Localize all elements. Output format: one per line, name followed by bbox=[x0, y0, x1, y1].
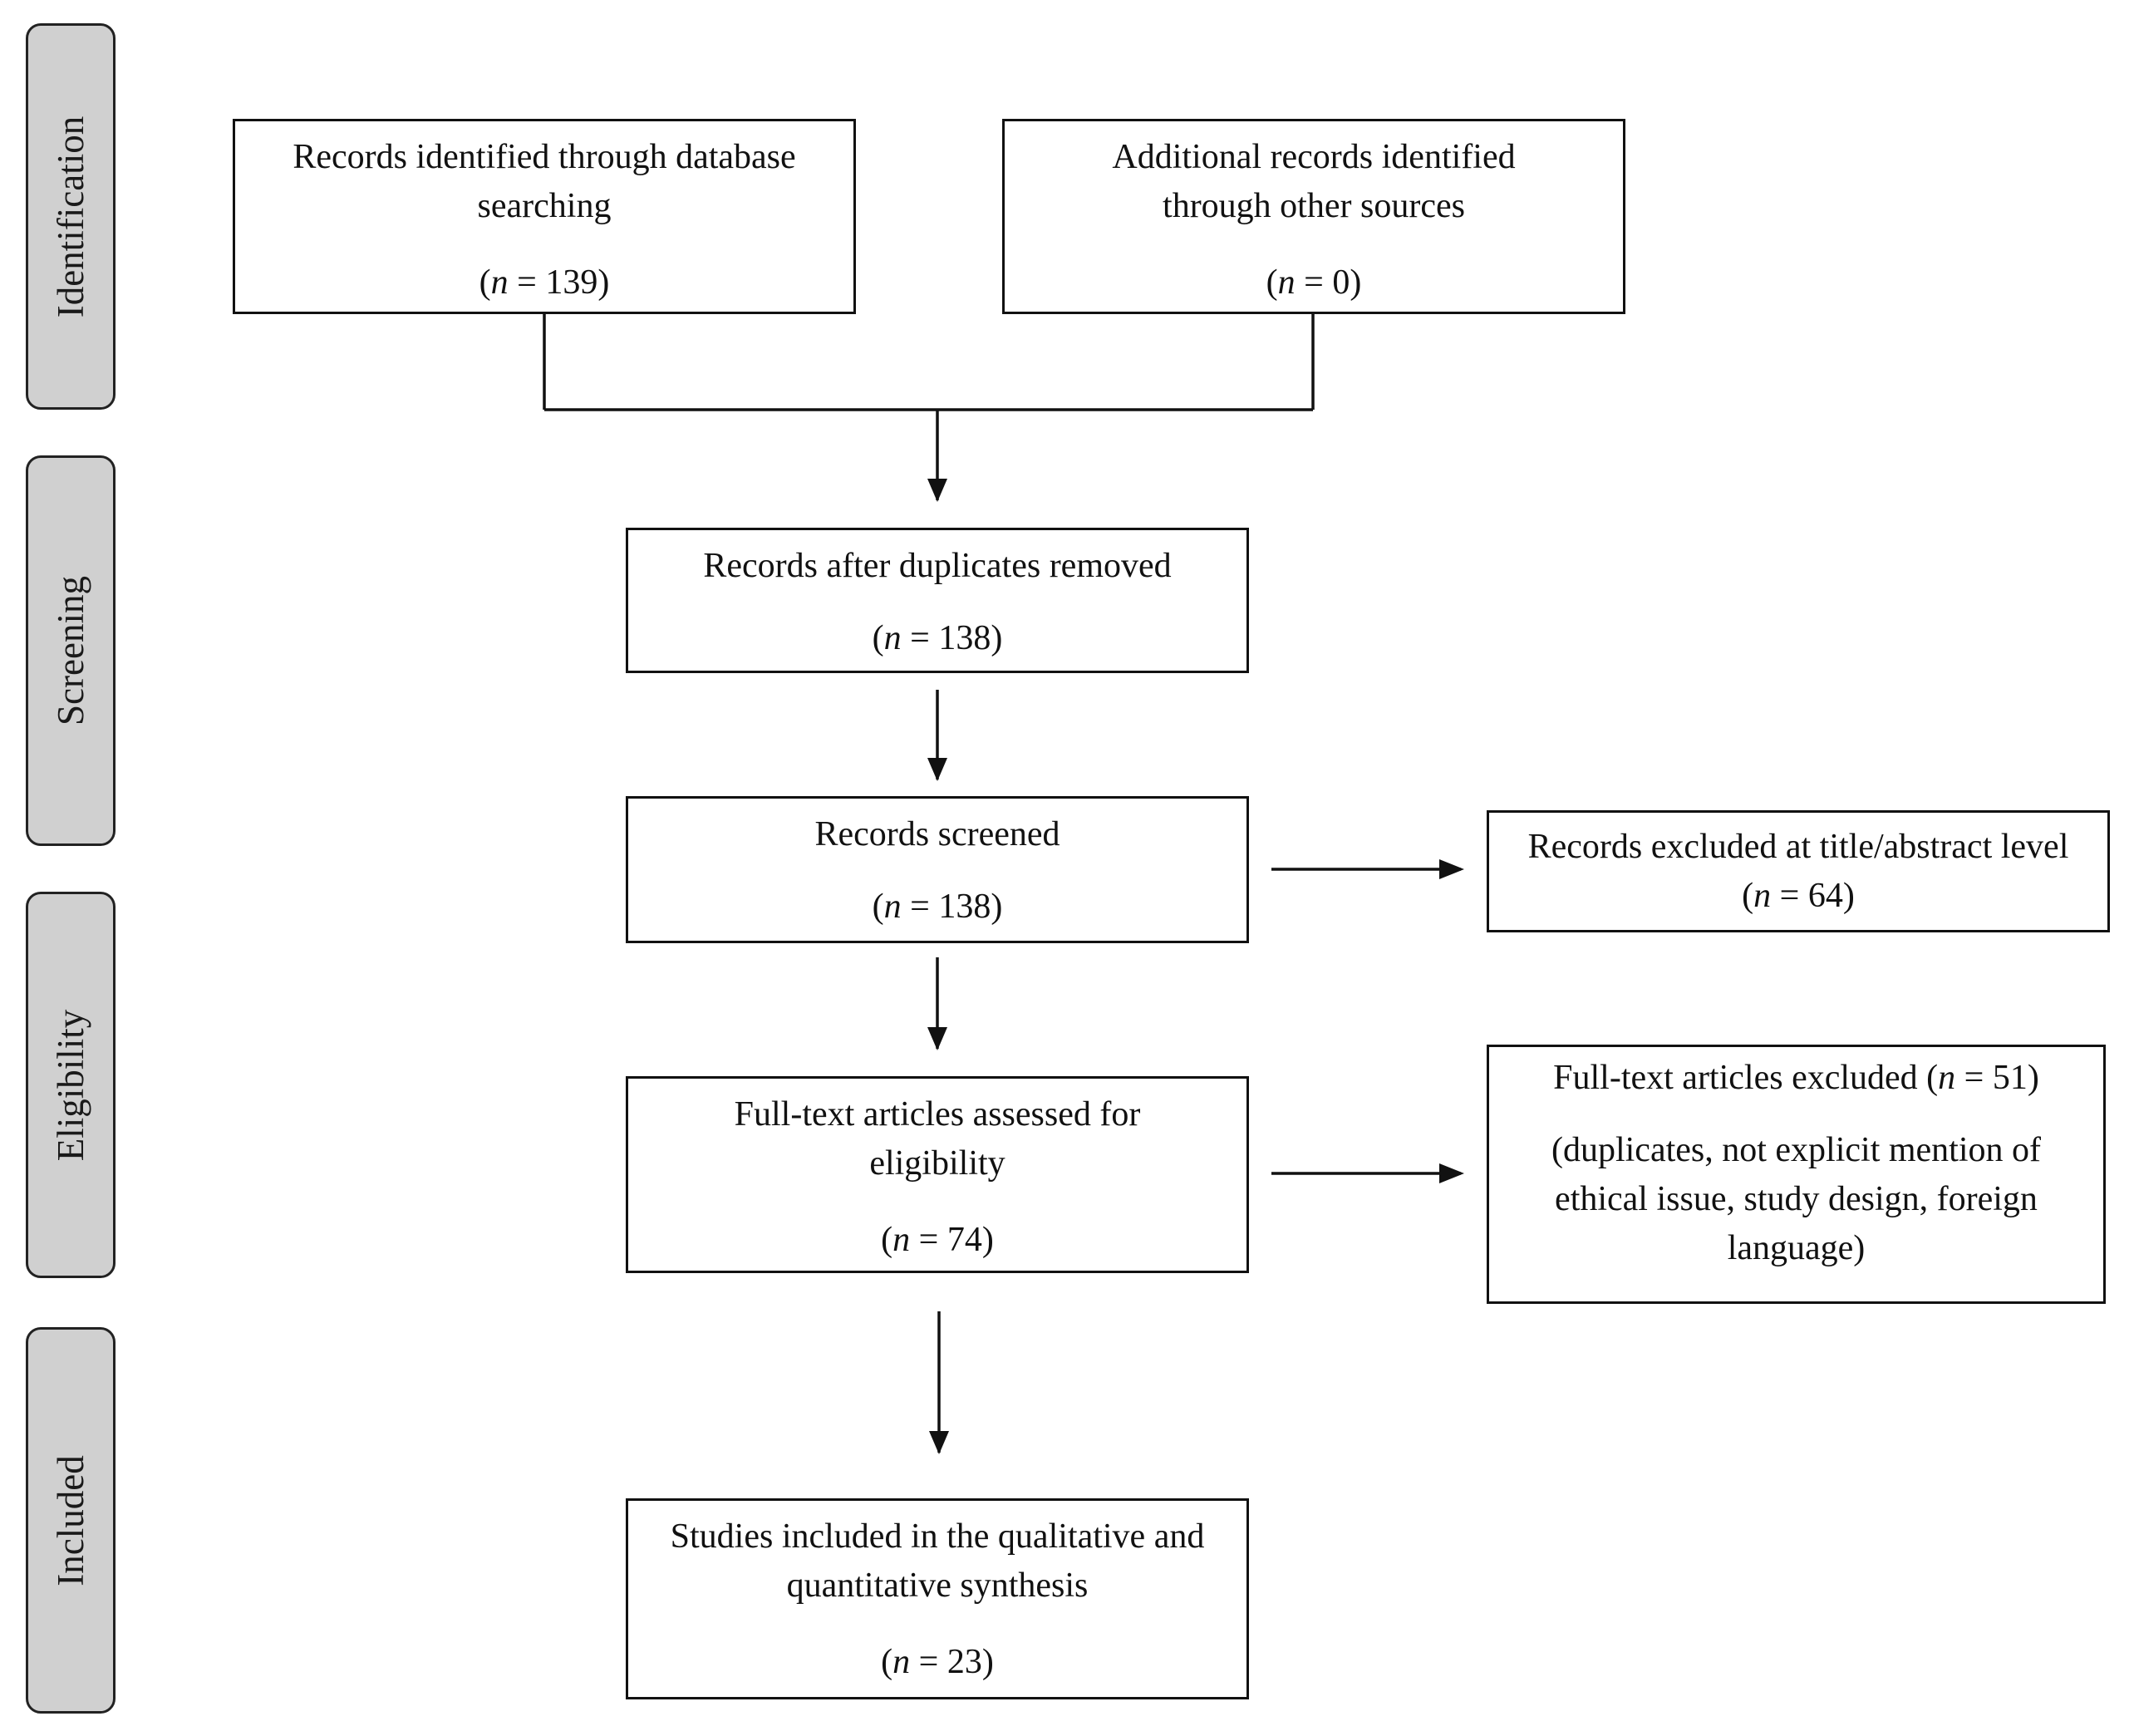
fulltext-excluded-reasons: (duplicates, not explicit mention of eth… bbox=[1551, 1131, 2042, 1267]
box-excluded-title-abstract: Records excluded at title/abstract level… bbox=[1487, 810, 2110, 932]
stage-label-included: Included bbox=[26, 1327, 116, 1714]
arrowhead-screened bbox=[927, 758, 947, 781]
fulltext-assessed-title: Full-text articles assessed for eligibil… bbox=[734, 1095, 1141, 1183]
arrowhead-included bbox=[929, 1431, 949, 1454]
other-sources-count: (n = 0) bbox=[1266, 263, 1362, 302]
arrowhead-excluded-title-abstract bbox=[1439, 859, 1464, 879]
duplicates-removed-title: Records after duplicates removed bbox=[703, 547, 1172, 585]
box-duplicates-removed: Records after duplicates removed (n = 13… bbox=[626, 528, 1249, 673]
records-screened-count: (n = 138) bbox=[872, 888, 1003, 926]
arrowhead-fulltext bbox=[927, 1027, 947, 1050]
stage-label-eligibility: Eligibility bbox=[26, 892, 116, 1278]
box-records-screened: Records screened (n = 138) bbox=[626, 796, 1249, 943]
stage-label-screening: Screening bbox=[26, 455, 116, 846]
included-count: (n = 23) bbox=[881, 1643, 994, 1681]
excluded-title-abstract-text: Records excluded at title/abstract level… bbox=[1527, 828, 2069, 915]
records-screened-title: Records screened bbox=[814, 815, 1060, 853]
fulltext-excluded-title: Full-text articles excluded (n = 51) bbox=[1553, 1059, 2039, 1097]
database-search-title: Records identified through database sear… bbox=[293, 138, 796, 225]
other-sources-title: Additional records identified through ot… bbox=[1112, 138, 1516, 225]
arrowhead-duplicates bbox=[927, 479, 947, 502]
duplicates-removed-count: (n = 138) bbox=[872, 619, 1003, 657]
stage-label-identification: Identification bbox=[26, 23, 116, 410]
box-fulltext-assessed: Full-text articles assessed for eligibil… bbox=[626, 1076, 1249, 1273]
database-search-count: (n = 139) bbox=[479, 263, 610, 302]
box-other-sources: Additional records identified through ot… bbox=[1002, 119, 1625, 314]
arrowhead-excluded-fulltext bbox=[1439, 1163, 1464, 1183]
box-fulltext-excluded: Full-text articles excluded (n = 51) (du… bbox=[1487, 1045, 2106, 1304]
fulltext-assessed-count: (n = 74) bbox=[881, 1221, 994, 1259]
included-title: Studies included in the qualitative and … bbox=[670, 1517, 1205, 1605]
box-database-search: Records identified through database sear… bbox=[233, 119, 856, 314]
box-included: Studies included in the qualitative and … bbox=[626, 1498, 1249, 1699]
